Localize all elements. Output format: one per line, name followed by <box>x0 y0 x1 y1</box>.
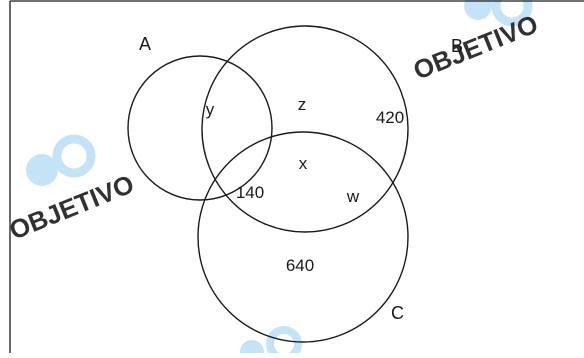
set-a-label: A <box>139 34 151 54</box>
region-only-a-value: y <box>206 100 215 119</box>
watermark-text-top-right: OBJETIVO <box>409 8 542 85</box>
set-c-circle <box>197 131 409 343</box>
watermark-logo-top-right: OBJETIVO <box>409 0 542 86</box>
region-b-and-c-value: w <box>346 187 360 206</box>
watermark-text-middle-left: OBJETIVO <box>5 168 138 245</box>
set-a-circle <box>127 55 273 201</box>
watermark-logo-middle-left: OBJETIVO <box>5 134 138 246</box>
set-b-label: B <box>451 36 463 56</box>
region-a-and-b-value: z <box>298 95 307 114</box>
region-only-b-value: 420 <box>376 108 404 127</box>
set-c-label: C <box>391 303 404 323</box>
region-a-b-c-value: x <box>299 154 308 173</box>
set-b-circle <box>201 25 409 233</box>
region-only-c-value: 640 <box>286 256 314 275</box>
region-a-and-c-value: 140 <box>236 183 264 202</box>
